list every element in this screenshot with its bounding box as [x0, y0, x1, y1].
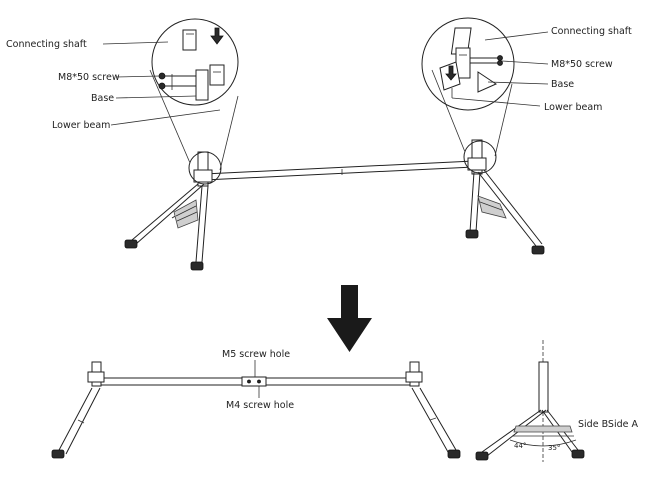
- label-base-left: Base: [91, 93, 114, 104]
- label-angle-right: 35°: [548, 444, 560, 452]
- left-magnifier: [149, 18, 239, 185]
- label-side-b-side-a: Side BSide A: [578, 419, 638, 430]
- left-stand-top: [124, 151, 213, 271]
- label-base-right: Base: [551, 79, 574, 90]
- bottom-stand-assembly: M5 screw hole M4 screw hole: [51, 349, 461, 459]
- label-lower-beam-right: Lower beam: [544, 102, 602, 113]
- right-stand-top: [465, 139, 545, 255]
- top-stand-assembly: Connecting shaft M8*50 screw Base Lower …: [6, 17, 632, 271]
- right-stand-bottom: [405, 361, 461, 459]
- label-angle-left: 44°: [514, 442, 526, 450]
- label-m8-screw-right: M8*50 screw: [551, 59, 613, 70]
- left-callout-labels: Connecting shaft M8*50 screw Base Lower …: [6, 39, 221, 131]
- side-view: 44° 35° Side BSide A: [475, 340, 638, 462]
- lower-beam-top: [203, 160, 475, 181]
- label-lower-beam-left: Lower beam: [52, 120, 110, 131]
- label-connecting-shaft-right: Connecting shaft: [551, 26, 632, 37]
- right-magnifier: [421, 17, 515, 174]
- down-arrow-icon: [327, 285, 372, 352]
- label-m5-screw-hole: M5 screw hole: [222, 349, 290, 360]
- label-m4-screw-hole: M4 screw hole: [226, 400, 294, 411]
- left-stand-bottom: [51, 361, 105, 459]
- label-m8-screw-left: M8*50 screw: [58, 72, 120, 83]
- right-callout-labels: Connecting shaft M8*50 screw Base Lower …: [451, 26, 632, 113]
- label-connecting-shaft-left: Connecting shaft: [6, 39, 87, 50]
